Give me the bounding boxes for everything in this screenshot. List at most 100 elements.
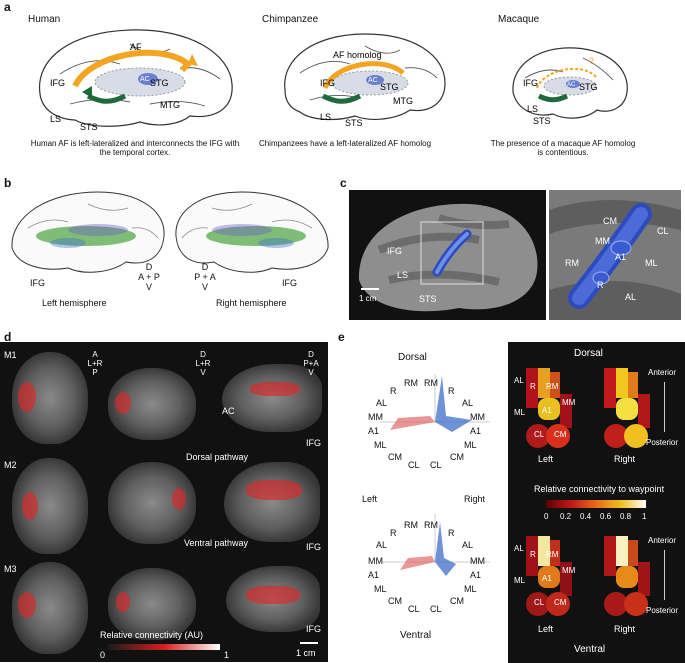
map-d-l-cm: CM	[554, 430, 567, 439]
chimp-brain-diagram: AF homolog IFG STG MTG AC LS STS	[284, 33, 446, 128]
radar-v-r-cl: CL	[430, 604, 442, 614]
map-v-l-ml: ML	[514, 576, 526, 585]
ventral-pathway-label: Ventral pathway	[184, 538, 249, 548]
radar-d-l-cm: CM	[388, 452, 402, 462]
panel-b-letter: b	[4, 176, 12, 190]
radar-v-r-rm: RM	[424, 520, 438, 530]
macaque-title: Macaque	[498, 14, 540, 25]
macaque-brain-diagram: ? IFG STG AC LS STS	[512, 47, 628, 126]
coronal-left: L	[195, 359, 200, 368]
macaque-stg-label: STG	[579, 82, 598, 92]
map-ventral-right	[604, 536, 650, 616]
chimp-stg-label: STG	[380, 82, 399, 92]
right-orientation-compass: D P + A V	[190, 262, 220, 292]
panel-a-letter: a	[4, 0, 11, 14]
right-hemisphere-tractography	[175, 191, 329, 273]
human-af-label: AF	[130, 42, 142, 52]
radar-d-r-mm: MM	[470, 412, 485, 422]
radar-d-r-al: AL	[462, 398, 474, 408]
radar-dorsal-title: Dorsal	[398, 352, 427, 363]
zoom-rm-label: RM	[565, 258, 579, 268]
radar-d-l-a1: A1	[368, 426, 380, 436]
left-axis-bottom: V	[145, 282, 152, 292]
map-ventral-axis-arrow	[664, 550, 665, 600]
map-tick-08: 0.8	[620, 512, 632, 521]
macaque-question-label: ?	[589, 56, 594, 66]
map-dorsal-anterior: Anterior	[648, 368, 677, 377]
human-stg-label: STG	[150, 78, 169, 88]
left-axis-top: D	[145, 262, 153, 272]
left-hemisphere-tractography	[11, 191, 165, 273]
sagittal-top: D	[308, 350, 314, 359]
radar-ventral	[380, 514, 490, 576]
axial-bottom: P	[92, 368, 98, 377]
map-tick-0: 0	[544, 512, 549, 521]
human-ls-label: LS	[50, 114, 61, 124]
radar-v-l-al: AL	[376, 540, 388, 550]
coronal-right: R	[204, 359, 211, 368]
human-ifg-label: IFG	[50, 78, 65, 88]
map-tick-06: 0.6	[600, 512, 612, 521]
radar-d-r-r: R	[448, 386, 455, 396]
coronal-bottom: V	[200, 368, 206, 377]
map-dorsal-right	[604, 368, 650, 448]
zoom-ml-label: ML	[645, 258, 658, 268]
zoom-graphic	[549, 200, 681, 320]
map-v-l-r: R	[530, 550, 536, 559]
radar-ventral-title: Ventral	[400, 630, 432, 641]
map-v-l-al: AL	[514, 544, 524, 553]
chimp-ifg-label: IFG	[320, 78, 335, 88]
map-v-l-cl: CL	[534, 598, 545, 607]
axial-right: R	[96, 359, 103, 368]
chimp-sts-label: STS	[345, 118, 363, 128]
m3-axial-highlight	[18, 592, 36, 618]
radar-dorsal	[380, 374, 490, 432]
right-axis-right: A	[209, 272, 216, 282]
radar-v-r-mm: MM	[470, 556, 485, 566]
m1-ifg-label: IFG	[306, 438, 321, 448]
c-scale-bar	[361, 288, 379, 290]
map-ventral-posterior: Posterior	[646, 606, 679, 615]
d-colorbar-max: 1	[224, 650, 230, 660]
chimp-mtg-label: MTG	[393, 96, 413, 106]
m3-sagittal-highlight	[246, 586, 300, 604]
map-dorsal-left-label: Left	[538, 454, 554, 464]
map-tick-04: 0.4	[580, 512, 592, 521]
m2-coronal-highlight	[172, 488, 186, 510]
chimp-ac-label: AC	[368, 77, 378, 84]
map-ventral-left-label: Left	[538, 624, 554, 634]
left-axis-left: A	[138, 272, 144, 282]
map-v-l-a1: A1	[542, 574, 552, 583]
parcellation-panel: Dorsal AL R RM MM A1 ML CL CM Left Right	[508, 342, 685, 663]
human-title: Human	[28, 14, 61, 25]
coronal-orientation: D L+R V	[188, 350, 218, 377]
zoom-cl-label: CL	[657, 226, 669, 236]
d-scale-bar	[300, 642, 318, 644]
human-mtg-label: MTG	[160, 100, 180, 110]
axial-left: L	[87, 359, 92, 368]
map-tick-1: 1	[642, 512, 647, 521]
c-ls-label: LS	[397, 270, 409, 280]
zoom-r-label: R	[597, 280, 604, 290]
map-d-l-al: AL	[514, 376, 524, 385]
map-ventral-title: Ventral	[574, 644, 606, 655]
radar-d-l-r: R	[390, 386, 397, 396]
map-dorsal-axis-arrow	[664, 382, 665, 432]
radar-d-l-cl: CL	[408, 460, 420, 470]
radar-v-l-cm: CM	[388, 596, 402, 606]
right-axis-top: D	[201, 262, 209, 272]
row-m3-label: M3	[4, 564, 17, 574]
sagittal-bottom: V	[308, 368, 314, 377]
radar-d-l-mm: MM	[368, 412, 383, 422]
m3-ifg-label: IFG	[306, 624, 321, 634]
zoom-a1-label: A1	[615, 252, 627, 262]
sagittal-left: P	[303, 359, 309, 368]
coronal-top: D	[200, 350, 206, 359]
radar-v-l-r: R	[390, 528, 397, 538]
row-m1-label: M1	[4, 350, 17, 360]
map-d-l-cl: CL	[534, 430, 545, 439]
radar-v-r-al: AL	[462, 540, 474, 550]
human-caption: Human AF is left-lateralized and interco…	[30, 139, 240, 157]
c-ifg-label: IFG	[387, 246, 402, 256]
d-colorbar-min: 0	[100, 650, 106, 660]
